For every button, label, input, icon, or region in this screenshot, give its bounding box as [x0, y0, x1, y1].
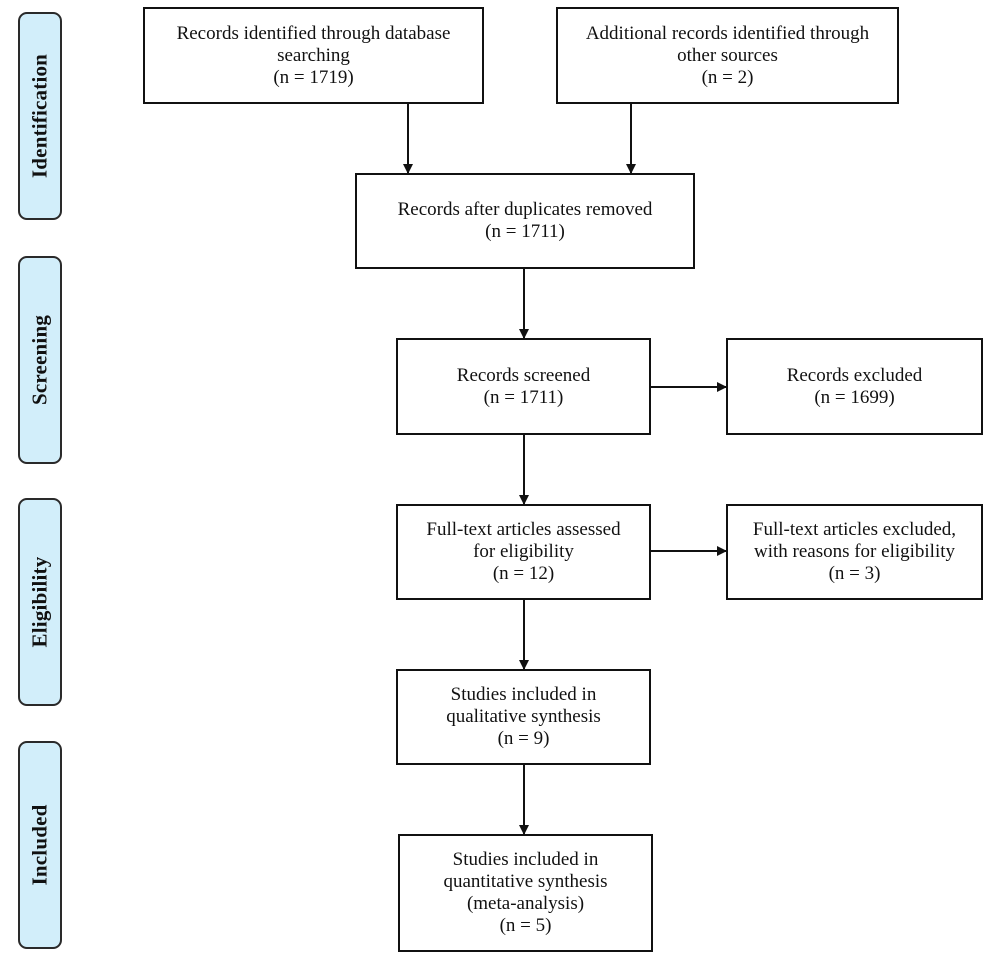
box-records-excluded: Records excluded (n = 1699)	[726, 338, 983, 435]
box-database-search-line1: Records identified through database	[176, 22, 451, 44]
box-qualitative-synthesis: Studies included in qualitative synthesi…	[396, 669, 651, 765]
box-quantitative-line3: (meta-analysis)	[466, 893, 585, 914]
phase-screening: Screening	[18, 256, 62, 464]
box-quantitative-synthesis: Studies included in quantitative synthes…	[398, 834, 653, 952]
phase-included: Included	[18, 741, 62, 949]
box-quantitative-line2: quantitative synthesis	[443, 871, 608, 892]
box-duplicates-removed: Records after duplicates removed (n = 17…	[355, 173, 695, 269]
box-duplicates-removed-count: (n = 1711)	[485, 221, 565, 242]
box-database-search-line2: searching	[277, 44, 350, 66]
box-database-search: Records identified through database sear…	[143, 7, 484, 104]
box-other-sources: Additional records identified through ot…	[556, 7, 899, 104]
phase-label-identification: Identification	[27, 53, 52, 179]
box-full-text-assessed: Full-text articles assessed for eligibil…	[396, 504, 651, 600]
box-full-text-excluded-count: (n = 3)	[828, 563, 881, 584]
box-full-text-assessed-line1: Full-text articles assessed	[426, 519, 621, 540]
box-quantitative-line1: Studies included in	[452, 849, 599, 870]
box-other-sources-line2: other sources	[677, 44, 778, 66]
box-full-text-excluded-line2: with reasons for eligibility	[753, 541, 956, 562]
box-full-text-excluded-line1: Full-text articles excluded,	[752, 519, 957, 540]
box-qualitative-count: (n = 9)	[497, 728, 550, 749]
box-other-sources-line1: Additional records identified through	[585, 22, 870, 44]
phase-label-included: Included	[27, 804, 52, 886]
box-qualitative-line1: Studies included in	[450, 684, 597, 705]
box-other-sources-count: (n = 2)	[701, 66, 754, 88]
box-records-screened: Records screened (n = 1711)	[396, 338, 651, 435]
box-records-excluded-count: (n = 1699)	[814, 386, 895, 408]
box-full-text-assessed-line2: for eligibility	[473, 541, 574, 562]
box-duplicates-removed-line1: Records after duplicates removed	[397, 199, 653, 220]
box-records-screened-count: (n = 1711)	[483, 386, 564, 408]
box-records-screened-line1: Records screened	[456, 364, 591, 386]
box-quantitative-count: (n = 5)	[499, 915, 552, 936]
box-records-excluded-line1: Records excluded	[786, 364, 923, 386]
phase-label-eligibility: Eligibility	[27, 556, 52, 648]
phase-label-screening: Screening	[27, 314, 52, 406]
box-full-text-excluded: Full-text articles excluded, with reason…	[726, 504, 983, 600]
box-full-text-assessed-count: (n = 12)	[492, 563, 555, 584]
box-qualitative-line2: qualitative synthesis	[446, 706, 601, 727]
box-database-search-count: (n = 1719)	[273, 66, 354, 88]
phase-eligibility: Eligibility	[18, 498, 62, 706]
phase-identification: Identification	[18, 12, 62, 220]
